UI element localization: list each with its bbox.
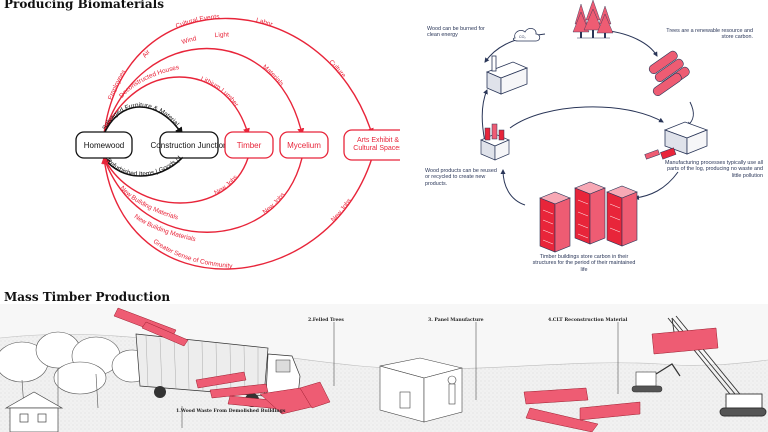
label-salvaged-furniture: Salvaged Furniture & Material: [101, 102, 180, 131]
label-labor: Labor: [255, 17, 274, 29]
wood-lifecycle-diagram: CO₂: [425, 0, 763, 273]
step-wood-waste: 1.Wood Waste From Demolished Buildings: [176, 408, 286, 414]
mass-timber-illustration: 1.Wood Waste From Demolished Buildings 2…: [0, 304, 768, 432]
node-homewood: [75, 131, 133, 159]
node-homewood-label: Homewood: [84, 141, 124, 150]
step-clt-material: 4.CLT Reconstruction Material: [548, 317, 628, 323]
producing-biomaterials-heading: Producing Biomaterials: [4, 0, 164, 11]
recycled-products-icon: [480, 123, 510, 161]
node-construction-junction-label: Construction Junction: [151, 141, 228, 150]
label-wind: Wind: [181, 35, 198, 46]
label-new-jobs-1: New Jobs: [213, 173, 239, 196]
label-materials: Materials: [261, 64, 285, 88]
sawmill-machine-icon: [644, 121, 709, 160]
log-pile-icon: [648, 50, 690, 97]
demolished-house-icon: [4, 391, 64, 432]
caption-renewable-box: Trees are a renewable resource and store…: [666, 28, 753, 41]
caption-burned-box: Wood can be burned for clean energy: [427, 26, 485, 39]
caption-manufacturing-box: Manufacturing processes typically use al…: [665, 160, 763, 179]
mass-timber-heading: Mass Timber Production: [4, 290, 171, 304]
flow-arcs: [101, 17, 374, 270]
svg-text:CO₂: CO₂: [519, 35, 526, 39]
step-panel-manufacture: 3. Panel Manufacture: [428, 317, 484, 323]
node-arts-exhibit-label-box: Arts Exhibit & Cultural Spaces: [353, 137, 400, 152]
node-construction-junction: [159, 131, 219, 159]
caption-wood-products-reused: Wood products can be reused or recycled …: [425, 168, 497, 187]
caption-burned-for-energy: Wood can be burned for clean energy: [427, 26, 485, 39]
label-culture: Culture: [327, 59, 347, 80]
node-arts-exhibit-label: Arts Exhibit & Cultural Spaces: [353, 137, 400, 152]
cycle-arrows: [481, 29, 694, 206]
panel-factory-illustration: [379, 357, 463, 423]
step-label-lines: [181, 322, 619, 428]
caption-timber-buildings-box: Timber buildings store carbon in their s…: [532, 254, 636, 273]
caption-trees-renewable: Trees are a renewable resource and store…: [666, 28, 753, 41]
step-felled-trees: 2.Felled Trees: [308, 317, 344, 323]
timber-buildings-icon: [539, 181, 638, 253]
caption-reused-box: Wood products can be reused or recycled …: [425, 168, 497, 187]
label-new-jobs-3: New Jobs: [330, 197, 354, 224]
excavator-icon: [631, 363, 681, 393]
node-timber: [224, 131, 274, 159]
label-cultural-events: Cultural Events: [175, 14, 221, 31]
node-mycelium-label: Mycelium: [287, 141, 321, 150]
label-new-jobs-2: New Jobs: [262, 191, 287, 216]
node-timber-label: Timber: [237, 141, 262, 150]
caption-manufacturing-processes: Manufacturing processes typically use al…: [665, 160, 763, 179]
cycle-captions: Wood can be burned for clean energy Tree…: [425, 26, 763, 273]
biomaterials-flow-diagram: Homewood Construction Junction Timber My…: [0, 0, 400, 270]
label-air: Air: [141, 48, 152, 59]
smoke-cloud-icon: CO₂: [512, 28, 541, 42]
pink-logs-illustration: [113, 307, 331, 415]
node-arts-exhibit: [343, 129, 400, 161]
tree-forest-icon: [572, 0, 614, 39]
label-lithium-lumber: Lithium Lumber: [200, 76, 240, 109]
flow-nodes: Homewood Construction Junction Timber My…: [75, 129, 400, 161]
node-mycelium: [279, 131, 329, 159]
power-plant-icon: [485, 55, 529, 95]
label-light: Light: [214, 31, 229, 39]
clt-panels-illustration: [523, 327, 719, 432]
caption-timber-buildings-carbon: Timber buildings store carbon in their s…: [532, 254, 636, 273]
